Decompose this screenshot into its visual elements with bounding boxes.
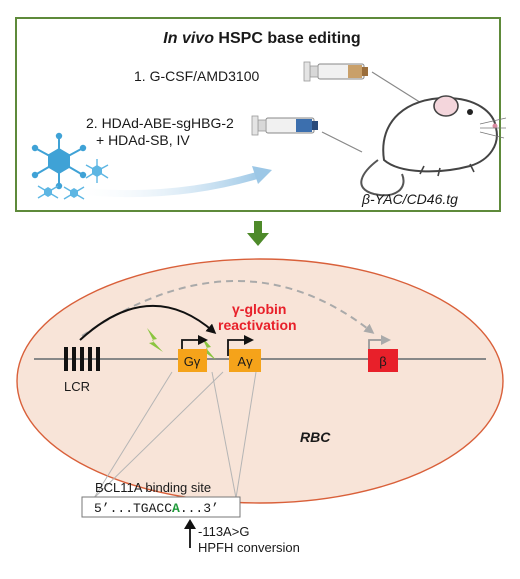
lightning-icon — [147, 328, 163, 352]
promoter-arrow-a — [227, 335, 254, 356]
reactivation-label-line1: γ-globin — [232, 301, 286, 317]
mutation-label: -113A>G — [198, 524, 249, 539]
binding-site-label: BCL11A binding site — [95, 480, 211, 495]
rbc-cell — [16, 258, 504, 504]
syringe-1-icon — [303, 61, 427, 107]
down-arrow-icon — [247, 221, 269, 246]
gene-a-gamma-label: Aγ — [237, 354, 253, 369]
sequence-box — [81, 496, 241, 518]
lcr-label: LCR — [64, 379, 90, 394]
virus-small-icon — [63, 186, 85, 200]
gene-g-gamma-label: Gγ — [184, 354, 201, 369]
mouse-icon — [360, 95, 507, 197]
step-1-label: 1. G-CSF/AMD3100 — [134, 68, 259, 84]
virus-large-icon — [31, 132, 87, 190]
zoom-guides — [93, 371, 257, 499]
gene-beta-label: β — [379, 354, 386, 369]
mutation-arrow-icon — [184, 519, 196, 548]
cell-label: RBC — [300, 429, 331, 445]
gene-g-gamma-box — [178, 349, 207, 372]
mouse-label: β-YAC/CD46.tg — [361, 191, 458, 207]
panel-title: In vivo HSPC base editing — [163, 30, 360, 47]
lcr-element — [64, 347, 100, 371]
virus-small-icon — [37, 185, 59, 199]
delivery-swoosh-head — [252, 166, 272, 184]
delivery-swoosh — [66, 170, 266, 198]
step-2-label-line1: 2. HDAd-ABE-sgHBG-2 — [86, 115, 234, 131]
reactivation-label-line2: reactivation — [218, 317, 297, 333]
gene-beta-box — [368, 349, 398, 372]
gene-a-gamma-box — [229, 349, 261, 372]
virus-small-icon — [85, 159, 109, 183]
gamma-activation-arrow — [79, 304, 217, 341]
sequence-text: 5’...TGACCA...3’ — [94, 501, 219, 516]
step-2-label-line2: + HDAd-SB, IV — [96, 132, 190, 148]
conversion-label: HPFH conversion — [198, 540, 300, 555]
syringe-2-icon — [251, 115, 363, 153]
